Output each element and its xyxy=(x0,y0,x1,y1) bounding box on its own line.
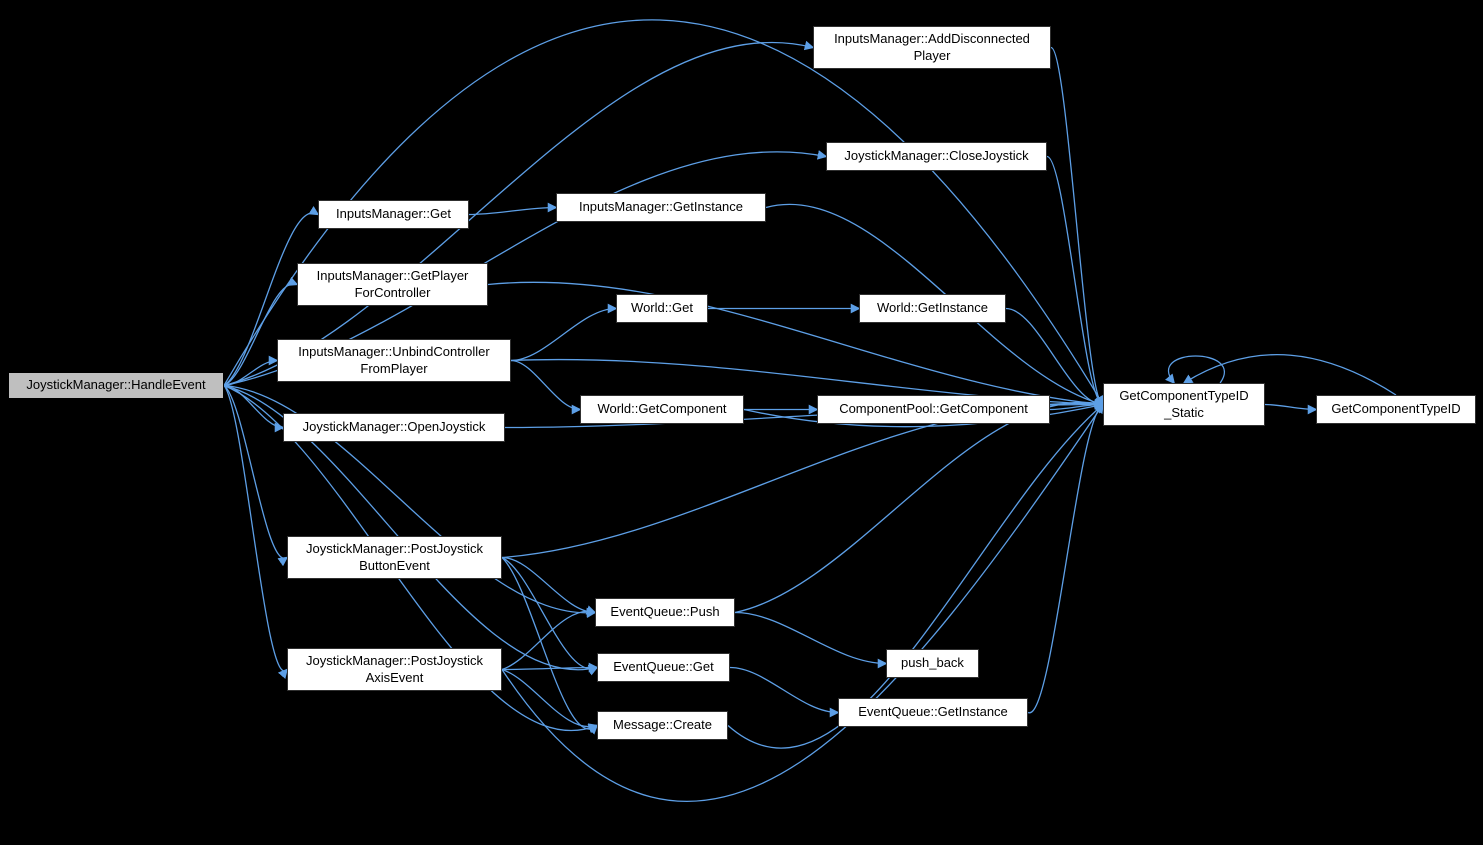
node-eq_getinstance[interactable]: EventQueue::GetInstance xyxy=(838,698,1028,727)
edge-handle_event-post_button xyxy=(223,384,289,567)
edge-world_getinstance-typeid_static xyxy=(1005,307,1105,410)
node-open_joystick[interactable]: JoystickManager::OpenJoystick xyxy=(283,413,505,442)
edge-typeid_static-typeid xyxy=(1264,403,1318,415)
node-eq_get[interactable]: EventQueue::Get xyxy=(597,653,730,682)
edge-post_axis-eq_get xyxy=(501,662,599,673)
edge-post_axis-msg_create xyxy=(501,668,599,733)
edge-post_axis-typeid_static xyxy=(501,403,1104,802)
edge-inputs_get-inputs_getinstance xyxy=(468,202,558,216)
edge-handle_event-unbind xyxy=(223,355,279,387)
edge-unbind-world_get xyxy=(510,303,618,362)
node-inputs_getinstance[interactable]: InputsManager::GetInstance xyxy=(556,193,766,222)
edge-unbind-world_getcomponent xyxy=(510,359,582,415)
node-close_joystick[interactable]: JoystickManager::CloseJoystick xyxy=(826,142,1047,171)
edge-close_joystick-typeid_static xyxy=(1046,155,1105,410)
edge-add_disconnected-typeid_static xyxy=(1050,46,1105,410)
node-add_disconnected[interactable]: InputsManager::AddDisconnected Player xyxy=(813,26,1051,69)
node-typeid_static[interactable]: GetComponentTypeID _Static xyxy=(1103,383,1265,426)
node-world_getcomponent[interactable]: World::GetComponent xyxy=(580,395,744,424)
node-handle_event: JoystickManager::HandleEvent xyxy=(8,372,224,399)
edge-eq_getinstance-typeid_static xyxy=(1027,403,1105,714)
edge-inputs_getinstance-typeid_static xyxy=(765,204,1105,408)
node-get_player[interactable]: InputsManager::GetPlayer ForController xyxy=(297,263,488,306)
node-world_getinstance[interactable]: World::GetInstance xyxy=(859,294,1006,323)
edge-eq_push-typeid_static xyxy=(734,398,1105,614)
node-inputs_get[interactable]: InputsManager::Get xyxy=(318,200,469,229)
edge-post_button-msg_create xyxy=(501,557,599,735)
node-push_back[interactable]: push_back xyxy=(886,649,979,678)
node-eq_push[interactable]: EventQueue::Push xyxy=(595,598,735,627)
node-typeid[interactable]: GetComponentTypeID xyxy=(1316,395,1476,424)
edge-post_button-eq_push xyxy=(501,556,597,618)
edge-eq_get-eq_getinstance xyxy=(729,666,840,718)
node-post_button[interactable]: JoystickManager::PostJoystick ButtonEven… xyxy=(287,536,502,579)
edge-typeid-typeid_static xyxy=(1182,354,1397,396)
node-world_get[interactable]: World::Get xyxy=(616,294,708,323)
node-pool_getcomponent[interactable]: ComponentPool::GetComponent xyxy=(817,395,1050,424)
edge-post_axis-eq_push xyxy=(501,605,597,671)
edge-handle_event-eq_push xyxy=(223,384,597,619)
edge-get_player-typeid_static xyxy=(487,281,1105,409)
node-unbind[interactable]: InputsManager::UnbindController FromPlay… xyxy=(277,339,511,382)
edge-handle_event-post_axis xyxy=(223,385,288,679)
edge-handle_event-get_player xyxy=(223,276,299,387)
edge-handle_event-typeid_static xyxy=(223,19,1104,406)
edge-msg_create-typeid_static xyxy=(727,403,1105,749)
edge-eq_push-push_back xyxy=(734,611,888,669)
edge-handle_event-inputs_get xyxy=(223,205,320,387)
edge-typeid_static-typeid_static xyxy=(1165,355,1225,385)
node-post_axis[interactable]: JoystickManager::PostJoystick AxisEvent xyxy=(287,648,502,691)
edge-world_getcomponent-typeid_static xyxy=(743,401,1105,428)
node-msg_create[interactable]: Message::Create xyxy=(597,711,728,740)
